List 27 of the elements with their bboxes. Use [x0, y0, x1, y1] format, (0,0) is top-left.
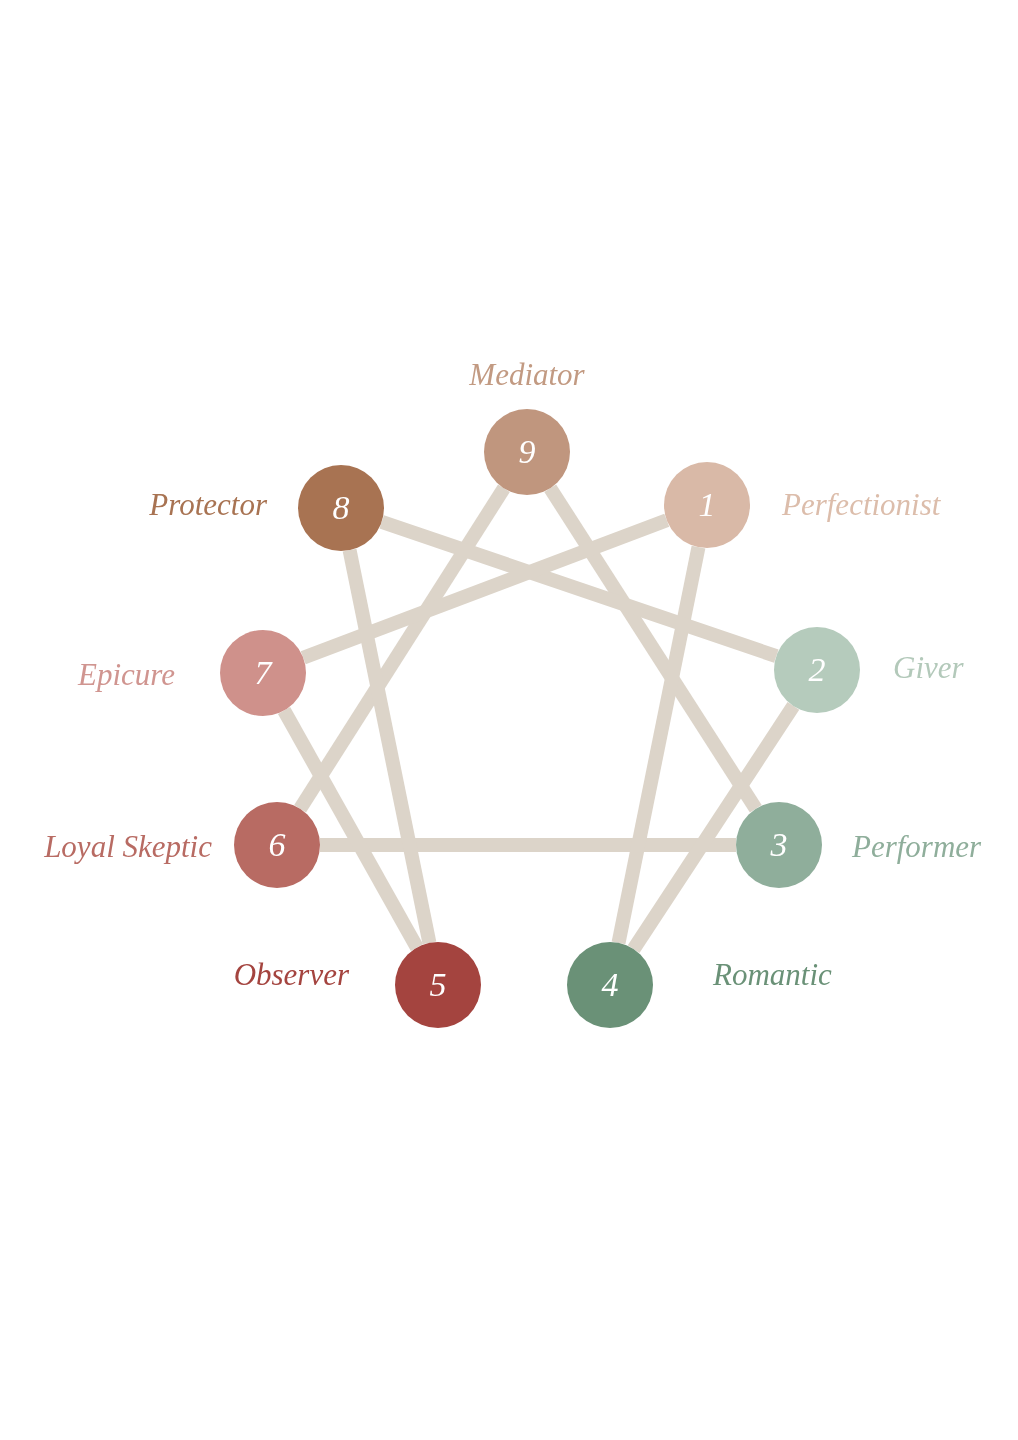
connector-line — [611, 545, 706, 945]
type-name: Romantic — [713, 959, 832, 990]
connector-line — [320, 838, 736, 852]
type-number: 4 — [601, 968, 619, 1002]
type-name: Epicure — [78, 659, 175, 690]
type-number: 1 — [698, 488, 716, 522]
type-name: Protector — [149, 489, 267, 520]
type-number: 5 — [429, 968, 447, 1002]
connector-line — [627, 702, 800, 953]
type-name: Observer — [233, 959, 349, 990]
connector-line — [544, 484, 762, 813]
connector-line — [342, 548, 437, 945]
type-number: 8 — [332, 491, 350, 525]
type-name: Mediator — [469, 359, 585, 390]
connector-line — [277, 707, 424, 951]
type-number: 7 — [254, 656, 272, 690]
type-name: Performer — [852, 831, 982, 862]
connector-line — [379, 515, 779, 663]
type-number: 6 — [268, 828, 286, 862]
connector-line — [294, 484, 510, 813]
type-name: Perfectionist — [782, 489, 941, 520]
type-number: 9 — [518, 435, 536, 469]
type-name: Loyal Skeptic — [44, 831, 212, 862]
type-name: Giver — [893, 652, 964, 683]
type-number: 2 — [808, 653, 826, 687]
connector-line — [300, 513, 670, 665]
type-number: 3 — [770, 828, 788, 862]
